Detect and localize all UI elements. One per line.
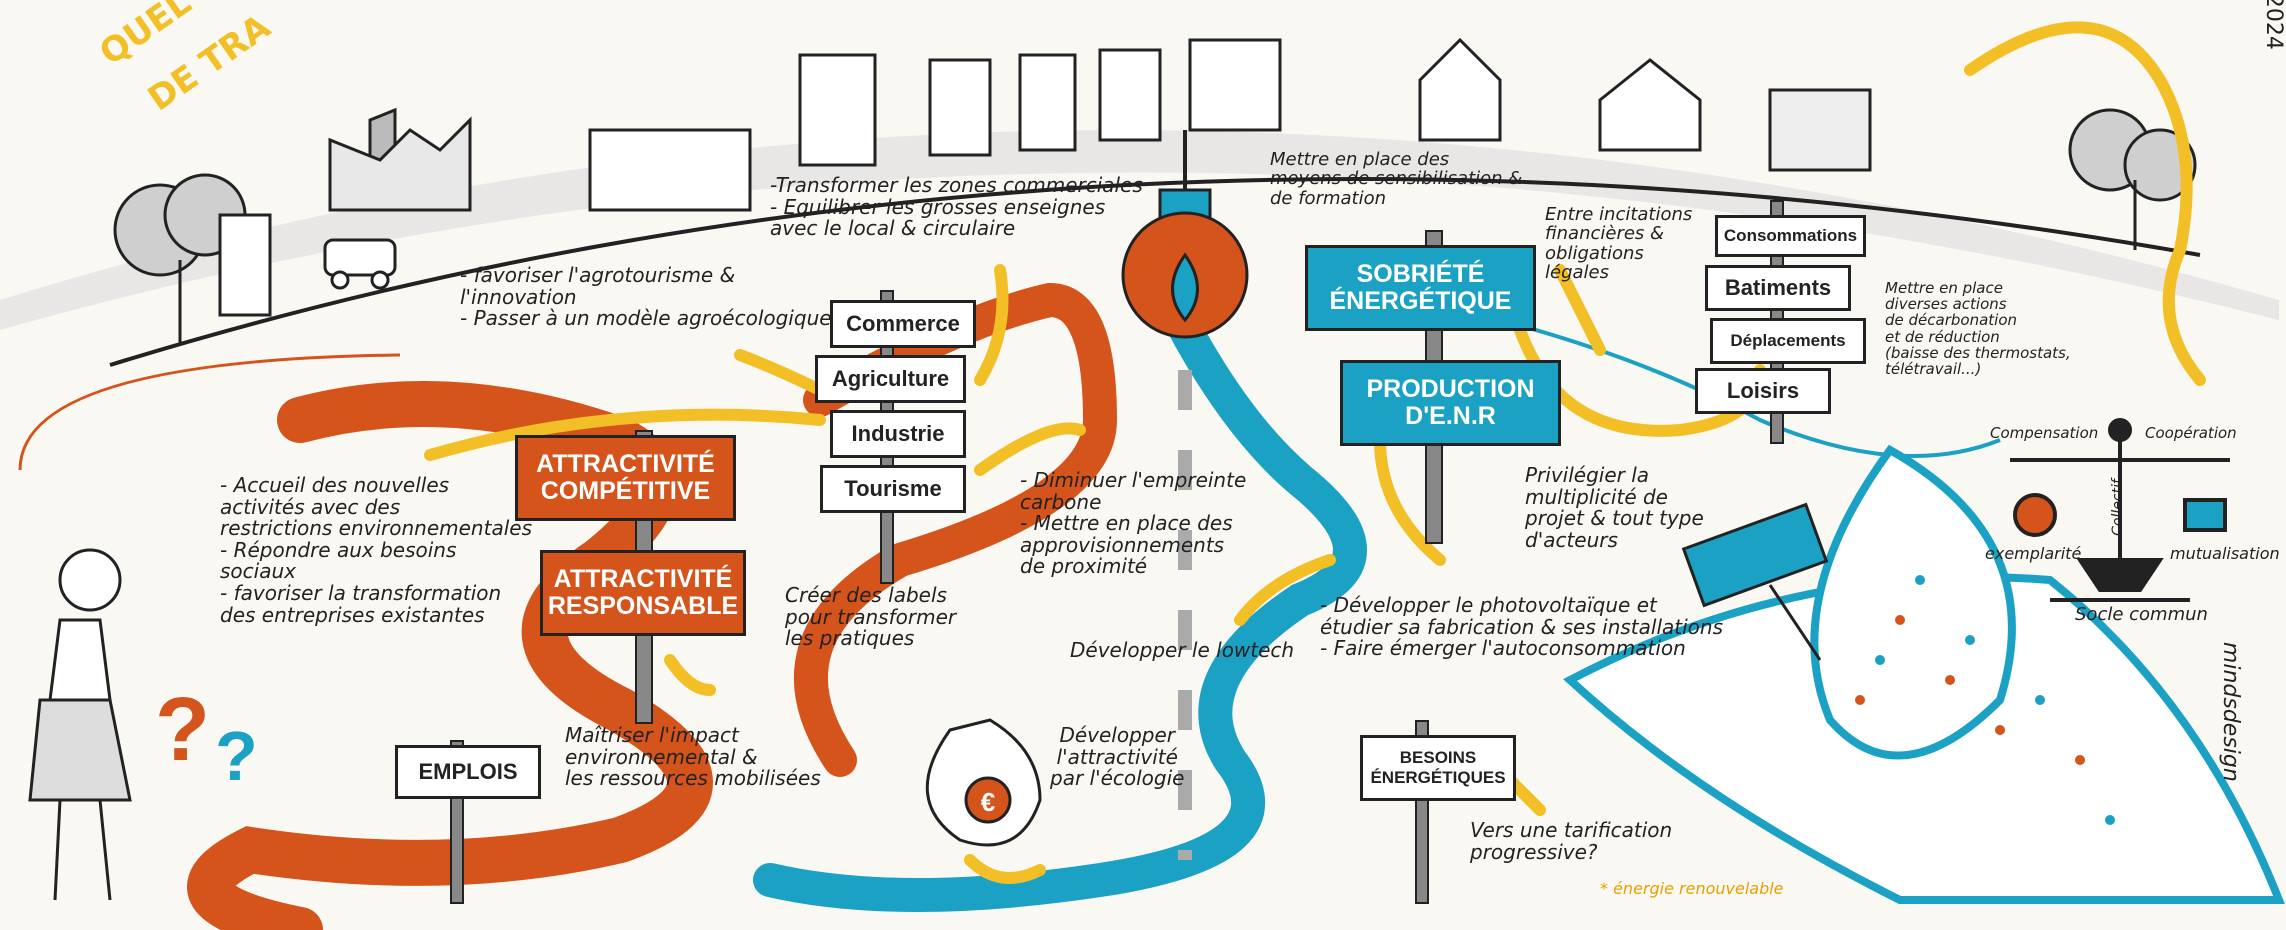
money-bag-icon <box>925 718 1042 847</box>
note-agrotourisme: - favoriser l'agrotourisme & l'innovatio… <box>460 263 832 331</box>
question-mark-blue: ? <box>215 717 258 795</box>
horizon-line <box>109 176 2201 367</box>
note-creer-labels: Créer des labels pour transformer les pr… <box>785 583 957 651</box>
label-mutualisation: mutualisation <box>2170 544 2280 563</box>
sign-emplois: EMPLOIS <box>395 745 541 799</box>
label-socle-commun: Socle commun <box>2075 604 2208 625</box>
label-exemplarite: exemplarité <box>1985 544 2082 563</box>
note-incitations: Entre incitations financières & obligati… <box>1545 204 1693 284</box>
buildings <box>218 37 1872 317</box>
sign-loisirs: Loisirs <box>1695 368 1831 414</box>
note-accueil-activites: - Accueil des nouvelles activités avec d… <box>220 473 532 627</box>
sign-consommations: Consommations <box>1715 215 1866 257</box>
light-bulb-icon <box>1121 130 1249 339</box>
blue-thin-line <box>1499 318 2001 458</box>
orange-thin-line <box>18 353 401 471</box>
solar-panel-icon <box>1681 502 1829 661</box>
woman-figure <box>28 548 132 901</box>
note-tarification: Vers une tarification progressive? <box>1470 818 1673 864</box>
blue-road <box>753 283 1367 912</box>
orange-road <box>187 381 713 930</box>
note-attractivite-ecologie: Développer l'attractivité par l'écologie <box>1050 723 1185 791</box>
note-actions-decarbonation: Mettre en place diverses actions de déca… <box>1885 279 2071 378</box>
note-maitriser-impact: Maîtriser l'impact environnemental & les… <box>565 723 821 791</box>
note-diminuer-empreinte: - Diminuer l'empreinte carbone - Mettre … <box>1020 468 1247 579</box>
sign-sobriete-energetique: SOBRIÉTÉ ÉNERGÉTIQUE <box>1305 245 1536 331</box>
note-sensibilisation: Mettre en place des moyens de sensibilis… <box>1270 149 1523 209</box>
car-icon <box>323 238 397 290</box>
balance-scale-icon <box>2010 418 2230 602</box>
label-collectif: Collectif <box>2109 479 2126 536</box>
horizon-shadow <box>0 130 2279 330</box>
leaf-illustration <box>1563 444 2285 904</box>
note-transformer-zones: -Transformer les zones commerciales - Eq… <box>770 173 1143 241</box>
sign-commerce: Commerce <box>830 300 976 348</box>
euro-symbol: € <box>981 787 995 817</box>
sign-attractivite-competitive: ATTRACTIVITÉ COMPÉTITIVE <box>515 435 736 521</box>
sign-besoins-energetiques: BESOINS ÉNERGÉTIQUES <box>1360 735 1516 801</box>
label-compensation: Compensation <box>1990 424 2099 442</box>
note-enr-definition: * énergie renouvelable <box>1600 879 1784 898</box>
note-photovoltaique: - Développer le photovoltaïque et étudie… <box>1320 593 1723 661</box>
sign-attractivite-responsable: ATTRACTIVITÉ RESPONSABLE <box>540 550 746 636</box>
label-cooperation: Coopération <box>2145 424 2237 442</box>
note-privilegier: Privilégier la multiplicité de projet & … <box>1525 463 1704 552</box>
year-fragment: 2024 <box>2260 0 2286 50</box>
question-mark-orange: ? <box>155 680 210 780</box>
sign-deplacements: Déplacements <box>1710 318 1866 364</box>
signature: mindsdesign <box>2217 641 2243 782</box>
sign-industrie: Industrie <box>830 410 966 458</box>
sign-production-enr: PRODUCTION D'E.N.R <box>1340 360 1561 446</box>
sign-batiments: Batiments <box>1705 265 1851 311</box>
tree-right <box>2068 108 2197 250</box>
note-lowtech: Développer le lowtech <box>1070 638 1295 662</box>
sign-agriculture: Agriculture <box>815 355 966 403</box>
sign-tourisme: Tourisme <box>820 465 966 513</box>
orange-road-branch <box>793 282 1118 777</box>
